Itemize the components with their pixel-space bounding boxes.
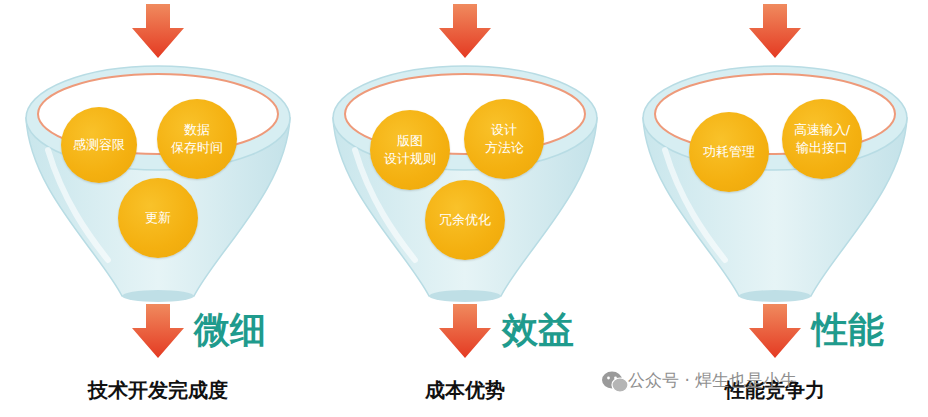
topic-circle: 更新 (118, 178, 198, 258)
outcome-heading: 效益 (502, 310, 574, 350)
topic-text: 设计 方法论 (485, 121, 524, 157)
topic-text: 更新 (145, 209, 171, 227)
outcome-caption: 技术开发完成度 (88, 379, 228, 401)
topic-circle: 感测容限 (61, 107, 137, 183)
topic-circle: 设计 方法论 (464, 99, 544, 179)
outcome-heading: 微细 (194, 310, 266, 350)
wechat-icon (602, 372, 628, 393)
topic-text: 冗余优化 (439, 211, 491, 229)
topic-circle: 数据 保存时间 (157, 99, 237, 179)
topic-circle: 冗余优化 (425, 180, 505, 260)
topic-text: 感测容限 (73, 136, 125, 154)
topic-circle: 高速输入/ 输出接口 (782, 99, 862, 179)
topic-circle: 功耗管理 (689, 112, 769, 192)
topic-text: 版图 设计规则 (384, 132, 436, 168)
outcome-caption: 成本优势 (425, 379, 505, 401)
topic-text: 数据 保存时间 (171, 121, 223, 157)
watermark: 公众号 · 焊生也是小牛 (628, 371, 797, 390)
outcome-heading: 性能 (812, 310, 884, 350)
topic-circle: 版图 设计规则 (370, 110, 450, 190)
topic-text: 高速输入/ 输出接口 (794, 121, 850, 157)
topic-text: 功耗管理 (703, 143, 755, 161)
